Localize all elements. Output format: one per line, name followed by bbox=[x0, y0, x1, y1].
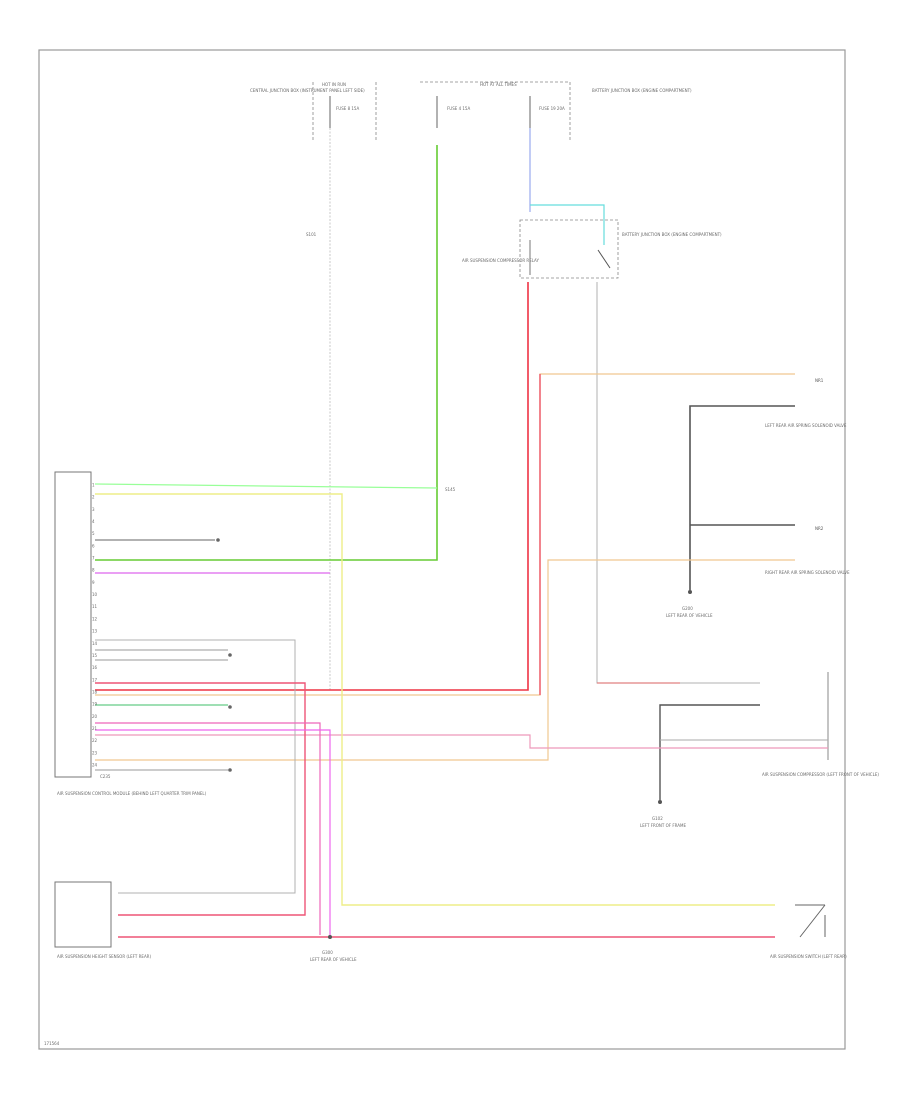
module-pin-number: 5 bbox=[92, 531, 95, 536]
module-bottom: C235 bbox=[100, 774, 111, 779]
connector-dot-4 bbox=[228, 768, 232, 772]
fuse-panel-outline-right bbox=[420, 81, 571, 140]
right-top-label: NR1 bbox=[815, 378, 824, 383]
wire-compressor-pink bbox=[95, 734, 828, 749]
module-pin-number: 6 bbox=[92, 543, 95, 548]
module-label: AIR SUSPENSION CONTROL MODULE (BEHIND LE… bbox=[57, 791, 207, 796]
module-pin-number: 20 bbox=[92, 714, 98, 719]
module-pin-number: 17 bbox=[92, 677, 98, 682]
ground-dot-g102 bbox=[658, 800, 662, 804]
wire-green-fuse4 bbox=[95, 145, 438, 561]
right-mid-label: NR2 bbox=[815, 526, 824, 531]
relay-box bbox=[519, 219, 619, 279]
connector-dot-1 bbox=[216, 538, 220, 542]
module-pin-number: 18 bbox=[92, 689, 98, 694]
fuse-block-left-title: HOT IN RUN bbox=[322, 82, 346, 87]
ground-right: G102 bbox=[652, 816, 663, 821]
module-pin-number: 10 bbox=[92, 592, 98, 597]
ground-dot-g200 bbox=[688, 590, 692, 594]
fuse-mid: FUSE 4 15A bbox=[447, 106, 470, 111]
fuse-left-desc: CENTRAL JUNCTION BOX (INSTRUMENT PANEL L… bbox=[250, 88, 365, 93]
module-pin-number: 8 bbox=[92, 568, 95, 573]
left-rear-valve: LEFT REAR AIR SPRING SOLENOID VALVE bbox=[765, 423, 847, 428]
wire-pin-magenta2 bbox=[95, 729, 331, 935]
module-pin-number: 11 bbox=[92, 604, 98, 609]
ground-dot-g300 bbox=[328, 935, 332, 939]
module-pin-number: 21 bbox=[92, 726, 98, 731]
wire-lgreen-sensor bbox=[94, 483, 438, 489]
diagram-border bbox=[38, 49, 846, 1050]
module-pin-number: 19 bbox=[92, 702, 98, 707]
module-pin-number: 4 bbox=[92, 519, 95, 524]
relay-desc: BATTERY JUNCTION BOX (ENGINE COMPARTMENT… bbox=[622, 232, 722, 237]
connector-dot-3 bbox=[228, 705, 232, 709]
height-sensor: AIR SUSPENSION HEIGHT SENSOR (LEFT REAR) bbox=[57, 954, 151, 959]
fuse-right: FUSE 19 20A bbox=[539, 106, 565, 111]
module-pin-number: 16 bbox=[92, 665, 98, 670]
wire-dark-lr-valve bbox=[689, 405, 795, 590]
wire-pin-yellow bbox=[95, 493, 775, 906]
connector-dot-2 bbox=[228, 653, 232, 657]
g-mid-desc: LEFT REAR OF VEHICLE bbox=[666, 613, 713, 618]
wire-relay-contact-out bbox=[596, 282, 760, 684]
ground-right-desc: LEFT FRONT OF FRAME bbox=[640, 823, 686, 828]
bottom-corner: 171564 bbox=[44, 1041, 60, 1046]
module-pin-number: 13 bbox=[92, 629, 98, 634]
module-pin-number: 12 bbox=[92, 616, 98, 621]
wire-pin-gray bbox=[95, 639, 296, 894]
fuse-left: FUSE 8 15A bbox=[336, 106, 359, 111]
g-bottom: G300 bbox=[322, 950, 333, 955]
switch-label: AIR SUSPENSION SWITCH (LEFT REAR) bbox=[770, 954, 847, 959]
module-pin-number: 2 bbox=[92, 495, 95, 500]
module-pin-number: 1 bbox=[92, 483, 95, 488]
air-suspension-module bbox=[54, 471, 92, 778]
g-mid: G200 bbox=[682, 606, 693, 611]
module-pin-number: 3 bbox=[92, 507, 95, 512]
height-sensor-box bbox=[54, 881, 112, 948]
module-pin-number: 15 bbox=[92, 653, 98, 658]
compressor-label: AIR SUSPENSION COMPRESSOR (LEFT FRONT OF… bbox=[762, 772, 879, 777]
splice-top: S101 bbox=[306, 232, 317, 237]
relay-contact bbox=[597, 249, 611, 269]
wire-orange-rr bbox=[95, 559, 795, 761]
module-pin-number: 22 bbox=[92, 738, 98, 743]
module-pin-number: 14 bbox=[92, 641, 98, 646]
wire-fuse19-cyan bbox=[530, 204, 605, 245]
fuse-right-desc: BATTERY JUNCTION BOX (ENGINE COMPARTMENT… bbox=[592, 88, 692, 93]
switch-symbol bbox=[795, 904, 826, 938]
relay-label: AIR SUSPENSION COMPRESSOR RELAY bbox=[462, 258, 539, 263]
wire-relay-coil-out bbox=[95, 282, 529, 691]
module-pin-number: 23 bbox=[92, 750, 98, 755]
module-pin-number: 9 bbox=[92, 580, 95, 585]
wire-compressor-dark bbox=[659, 704, 760, 800]
wire-pin-pink bbox=[95, 682, 306, 916]
g-bottom-desc: LEFT REAR OF VEHICLE bbox=[310, 957, 357, 962]
fuse-block-right-title: HOT AT ALL TIMES bbox=[480, 82, 517, 87]
splice-mid: S145 bbox=[445, 487, 456, 492]
module-pin-number: 24 bbox=[92, 763, 98, 768]
wire-pin-pink2 bbox=[95, 722, 321, 935]
module-pin-number: 7 bbox=[92, 556, 95, 561]
right-rear-valve: RIGHT REAR AIR SPRING SOLENOID VALVE bbox=[765, 570, 850, 575]
